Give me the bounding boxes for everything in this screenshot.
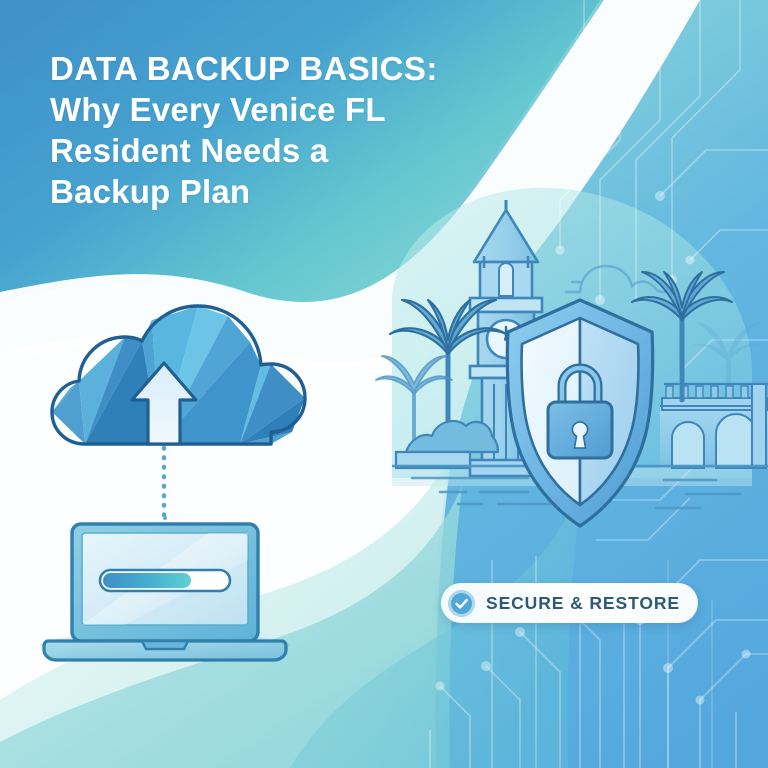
- shrub-hill-icon: [404, 419, 500, 454]
- water-lines: [410, 476, 742, 510]
- laptop-camera-icon: [163, 516, 167, 520]
- check-circle-icon: [448, 589, 475, 617]
- white-swoosh-upper: [0, 0, 700, 369]
- laptop-notch: [140, 639, 190, 651]
- status-badge[interactable]: SECURE & RESTORE: [441, 583, 698, 623]
- status-badge-label: SECURE & RESTORE: [486, 592, 680, 613]
- laptop-base: [42, 639, 288, 662]
- padlock-icon: [546, 363, 614, 460]
- progress-bar-fill: [103, 573, 191, 588]
- palm-tree-icon: [631, 271, 733, 403]
- outline-cloud-icon: [564, 264, 678, 294]
- wave-band-bottom: [290, 486, 582, 768]
- top-blue-field: [0, 0, 600, 310]
- quay-platform: [394, 450, 472, 470]
- cloud-outline: [50, 304, 307, 446]
- wave-band-teal: [0, 486, 462, 768]
- arch-bridge-icon: [660, 382, 768, 469]
- palm-tree-icon: [375, 355, 453, 464]
- upload-arrow-icon: [130, 361, 198, 446]
- keyhole-icon: [571, 421, 589, 449]
